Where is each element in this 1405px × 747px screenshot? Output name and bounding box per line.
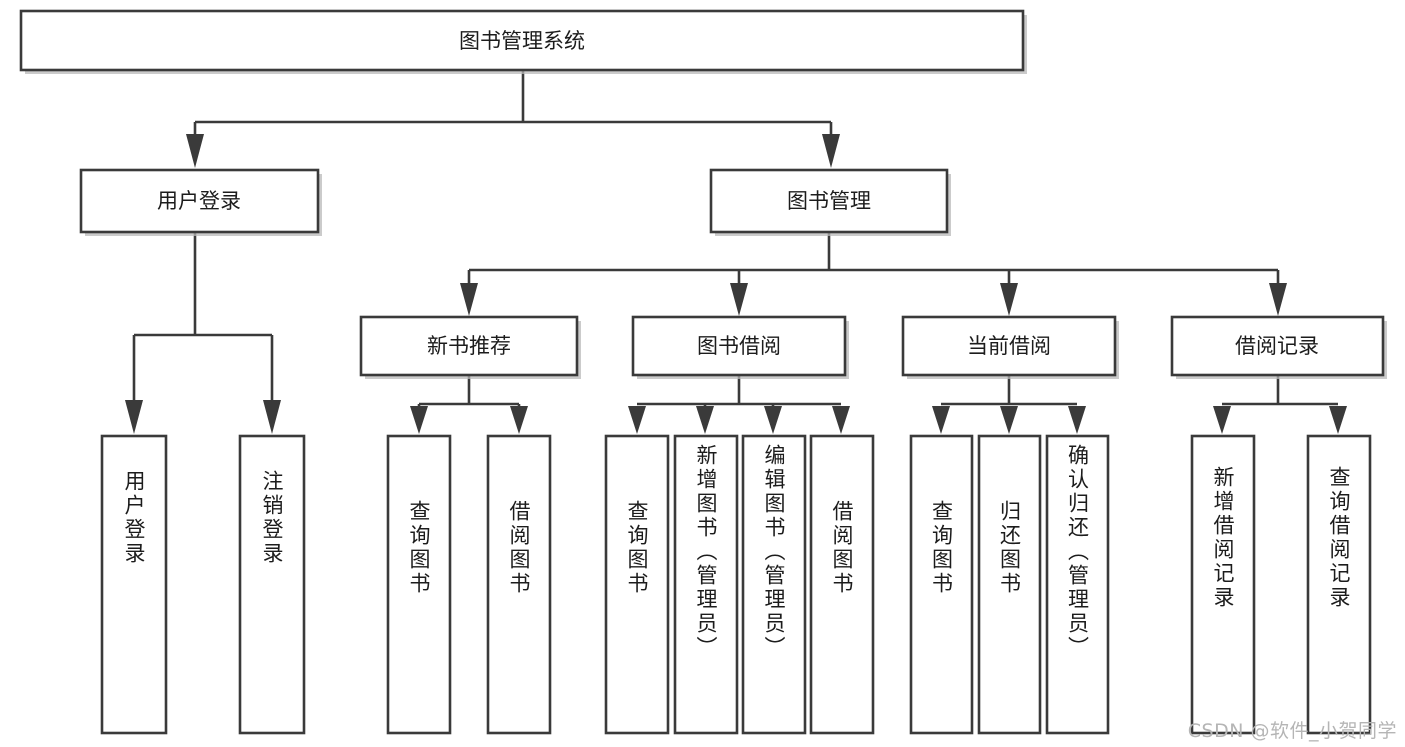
leaf-box-return-book[interactable] bbox=[977, 434, 1042, 735]
arrow-head-leaf-query-book-2 bbox=[628, 406, 646, 434]
node-borrow-record-box bbox=[1170, 315, 1385, 377]
node-book-borrow-label: 图书借阅 bbox=[697, 334, 781, 358]
node-current-borrow[interactable]: 当前借阅 bbox=[901, 315, 1119, 379]
leaf-box-query-book-1[interactable] bbox=[386, 434, 452, 735]
leaf-box-query-book-3[interactable] bbox=[909, 434, 974, 735]
node-root-label: 图书管理系统 bbox=[459, 29, 585, 53]
arrow-head-leaf-query-record bbox=[1329, 406, 1347, 434]
arrow-head-leaf-return-book bbox=[1000, 406, 1018, 434]
arrow-head-leaf-borrow-book-1 bbox=[510, 406, 528, 434]
node-root[interactable]: 图书管理系统 bbox=[19, 9, 1027, 74]
leaf-box-query-record[interactable] bbox=[1306, 434, 1372, 735]
node-current-borrow-box bbox=[901, 315, 1117, 377]
node-user-login-label: 用户登录 bbox=[157, 189, 241, 213]
node-borrow-record-label: 借阅记录 bbox=[1235, 334, 1319, 358]
leaf-box-user-login[interactable] bbox=[100, 434, 168, 735]
node-user-login-box bbox=[79, 168, 320, 234]
arrow-head-leaf-user-login bbox=[125, 400, 143, 434]
leaf-box-borrow-book-1[interactable] bbox=[486, 434, 552, 735]
arrow-head-leaf-query-book-3 bbox=[932, 406, 950, 434]
arrow-head-leaf-borrow-book-2 bbox=[832, 406, 850, 434]
node-new-book-recommend-box bbox=[359, 315, 579, 377]
node-book-management[interactable]: 图书管理 bbox=[709, 168, 951, 236]
leaf-box-user-logout[interactable] bbox=[238, 434, 306, 735]
node-borrow-record[interactable]: 借阅记录 bbox=[1170, 315, 1387, 379]
arrow-head-leaf-add-book bbox=[696, 406, 714, 434]
leaf-box-query-book-2[interactable] bbox=[604, 434, 670, 735]
leaf-box-confirm-return[interactable] bbox=[1045, 434, 1110, 735]
node-root-box bbox=[19, 9, 1025, 72]
connector-layer bbox=[125, 70, 1347, 434]
node-new-book-recommend[interactable]: 新书推荐 bbox=[359, 315, 581, 379]
arrow-head-current-borrow bbox=[1000, 283, 1018, 316]
arrow-head-borrow-record bbox=[1269, 283, 1287, 316]
leaf-box-edit-book[interactable] bbox=[741, 434, 807, 735]
leaf-node-layer bbox=[100, 434, 1372, 735]
node-book-management-box bbox=[709, 168, 949, 234]
node-current-borrow-label: 当前借阅 bbox=[967, 334, 1051, 358]
arrow-head-leaf-query-book-1 bbox=[410, 406, 428, 434]
node-new-book-recommend-label: 新书推荐 bbox=[427, 334, 511, 358]
arrow-head-leaf-confirm-return bbox=[1068, 406, 1086, 434]
node-user-login[interactable]: 用户登录 bbox=[79, 168, 322, 236]
arrow-head-book-borrow bbox=[730, 283, 748, 316]
arrow-head-book-management bbox=[822, 134, 840, 168]
leaf-box-add-book[interactable] bbox=[673, 434, 739, 735]
arrow-head-leaf-edit-book bbox=[764, 406, 782, 434]
node-book-borrow[interactable]: 图书借阅 bbox=[631, 315, 849, 379]
leaf-box-borrow-book-2[interactable] bbox=[809, 434, 875, 735]
leaf-box-add-record[interactable] bbox=[1190, 434, 1256, 735]
arrow-head-new-book-recommend bbox=[460, 283, 478, 316]
node-book-management-label: 图书管理 bbox=[787, 189, 871, 213]
node-book-borrow-box bbox=[631, 315, 847, 377]
arrow-head-leaf-add-record bbox=[1213, 406, 1231, 434]
arrow-head-leaf-user-logout bbox=[263, 400, 281, 434]
arrow-head-user-login bbox=[186, 134, 204, 168]
